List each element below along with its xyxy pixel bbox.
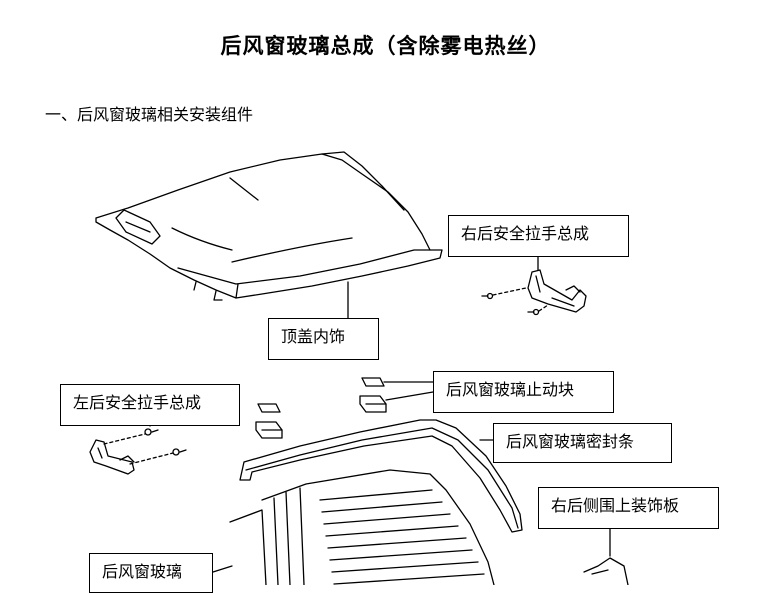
page-title: 后风窗玻璃总成（含除雾电热丝） <box>220 34 551 58</box>
rear-window-glass-part <box>212 469 495 585</box>
glass-stopper-part <box>255 377 434 439</box>
callout-glass-seal: 后风窗玻璃密封条 <box>493 423 672 463</box>
section-heading: 一、后风窗玻璃相关安装组件 <box>45 105 254 124</box>
callout-right-rear-upper-trim: 右后侧围上装饰板 <box>538 487 719 529</box>
callout-rear-window-glass: 后风窗玻璃 <box>89 553 213 593</box>
callout-glass-stopper: 后风窗玻璃止动块 <box>433 371 614 413</box>
headliner-part <box>95 151 443 319</box>
callout-right-grab-handle: 右后安全拉手总成 <box>448 215 629 257</box>
glass-seal-part <box>239 419 523 533</box>
callout-headliner: 顶盖内饰 <box>268 318 379 360</box>
right-grab-handle-part <box>481 256 587 316</box>
right-rear-upper-trim-part <box>583 528 629 585</box>
callout-left-grab-handle: 左后安全拉手总成 <box>60 384 240 426</box>
